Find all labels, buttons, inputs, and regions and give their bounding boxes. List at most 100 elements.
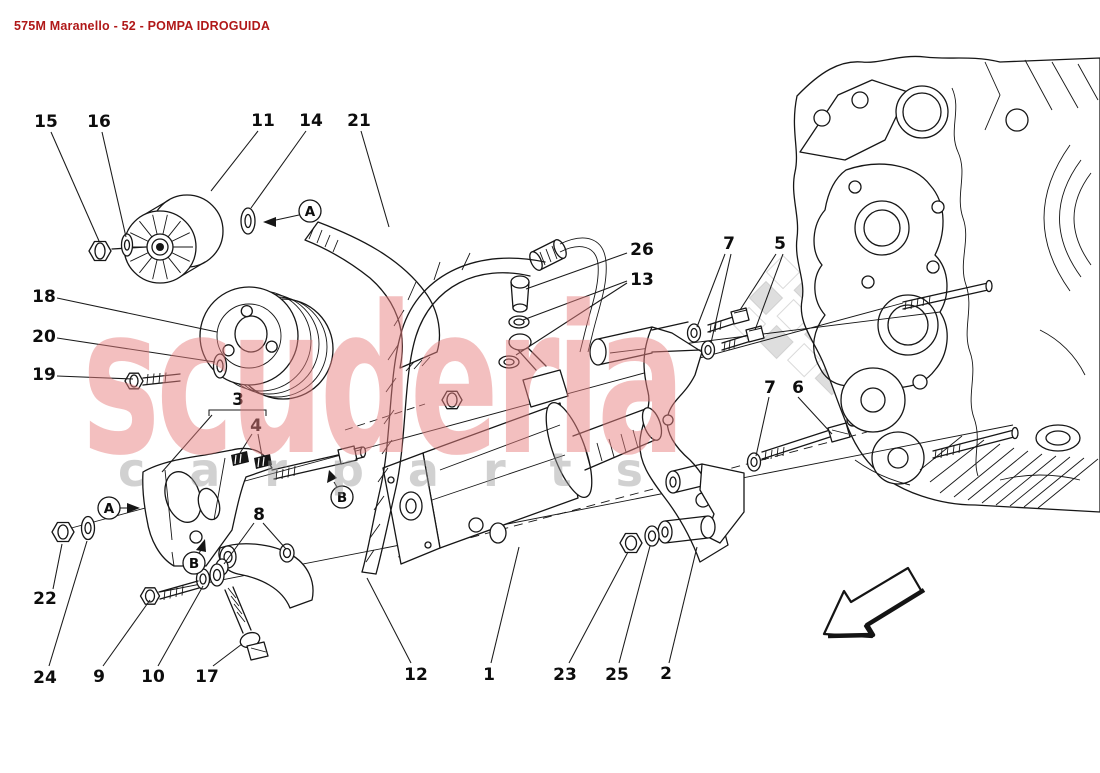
bolt-and-washer-set	[686, 307, 765, 360]
callout-10: 10	[141, 667, 165, 687]
callout-18: 18	[32, 287, 56, 307]
callout-22: 22	[33, 589, 57, 609]
callout-8: 8	[253, 505, 265, 525]
callout-5: 5	[774, 234, 786, 254]
engine-stud	[932, 426, 1019, 460]
callout-24: 24	[33, 668, 57, 688]
datum-arrow-icon	[196, 539, 206, 552]
callout-15: 15	[34, 112, 58, 132]
group-bracket	[208, 409, 267, 416]
callout-11: 11	[251, 111, 275, 131]
callout-14: 14	[299, 111, 323, 131]
leader-line	[755, 396, 770, 457]
page-title: 575M Maranello - 52 - POMPA IDROGUIDA	[14, 19, 271, 33]
pulley-spoke	[167, 220, 181, 238]
checker-square	[748, 280, 784, 316]
watermark-subtext: carparts	[118, 443, 687, 497]
datum-marker-layer: A A B B	[97, 199, 354, 575]
leader-line	[210, 130, 259, 192]
callout-25: 25	[605, 665, 629, 685]
callout-16: 16	[87, 112, 111, 132]
callout-20: 20	[32, 327, 56, 347]
leader-line	[739, 253, 777, 311]
leader-line	[366, 577, 412, 664]
callout-26: 26	[630, 240, 654, 260]
pulley-spoke	[162, 214, 168, 235]
callout-4: 4	[250, 416, 262, 436]
checker-square	[765, 254, 801, 290]
callout-19: 19	[32, 365, 56, 385]
pulley-spoke	[139, 220, 153, 238]
leader-line	[250, 130, 307, 209]
datum-letter: B	[189, 556, 199, 572]
callout-1: 1	[483, 665, 495, 685]
leader-line	[668, 546, 698, 664]
pump-pulley-drawing	[124, 286, 334, 400]
pulley-spoke	[130, 232, 149, 242]
datum-arrow-icon	[127, 503, 140, 513]
callout-23: 23	[553, 665, 577, 685]
link-bracket-drawing	[139, 543, 314, 661]
datum-pointer-line	[333, 481, 338, 488]
datum-letter: B	[337, 490, 347, 506]
leader-line	[522, 280, 628, 321]
watermark-text: scuderia	[82, 261, 682, 500]
hose-crimp-drawing	[529, 237, 607, 353]
leader-line	[618, 545, 651, 664]
pump-body-drawing	[382, 237, 663, 565]
leader-line	[56, 375, 134, 380]
datum-arrow-icon	[327, 470, 337, 483]
callout-7: 7	[764, 378, 776, 398]
leader-line	[525, 252, 628, 290]
leader-line	[257, 433, 263, 457]
callout-3: 3	[232, 390, 244, 410]
leader-line	[515, 282, 628, 356]
datum-circle-B	[330, 485, 354, 509]
pulley-spoke	[130, 252, 149, 262]
pulley-spoke	[152, 259, 158, 280]
callout-9: 9	[93, 667, 105, 687]
leader-line	[360, 130, 390, 228]
pulley-spoke	[162, 259, 168, 280]
leader-line	[212, 643, 243, 667]
callout-13: 13	[630, 270, 654, 290]
banjo-fitting-drawing	[498, 275, 547, 371]
leader-line	[161, 414, 213, 473]
leader-line	[223, 522, 255, 565]
callout-12: 12	[404, 665, 428, 685]
leader-line	[262, 522, 287, 550]
datum-letter: A	[305, 204, 316, 220]
idler-pulley-drawing	[88, 194, 256, 284]
hose-drawing	[361, 252, 546, 575]
leader-line	[56, 297, 218, 333]
direction-arrow	[822, 566, 926, 639]
front-bracket-drawing	[51, 445, 367, 567]
drive-belt-drawing	[304, 221, 441, 372]
leader-line	[48, 540, 88, 667]
callout-6: 6	[792, 378, 804, 398]
leader-line	[56, 337, 216, 363]
leader-line	[101, 131, 127, 238]
leader-line	[50, 131, 100, 242]
pulley-spoke	[152, 214, 158, 235]
lower-bracket-drawing	[619, 422, 851, 554]
datum-circle-A	[97, 496, 121, 520]
datum-letter: A	[104, 501, 115, 517]
datum-pointer-line	[275, 214, 300, 221]
engine-stud	[902, 279, 993, 311]
leader-line	[696, 253, 726, 328]
leader-line	[568, 551, 629, 664]
leader-line	[157, 585, 204, 667]
leader-line	[754, 253, 784, 331]
section-hatching	[919, 435, 1099, 509]
callout-7: 7	[723, 234, 735, 254]
datum-arrow-icon	[263, 217, 276, 227]
callout-2: 2	[660, 664, 672, 684]
pulley-spoke	[139, 256, 153, 274]
leader-line	[490, 546, 520, 664]
engine-block-drawing	[792, 55, 1100, 513]
pulley-spoke	[171, 232, 190, 242]
